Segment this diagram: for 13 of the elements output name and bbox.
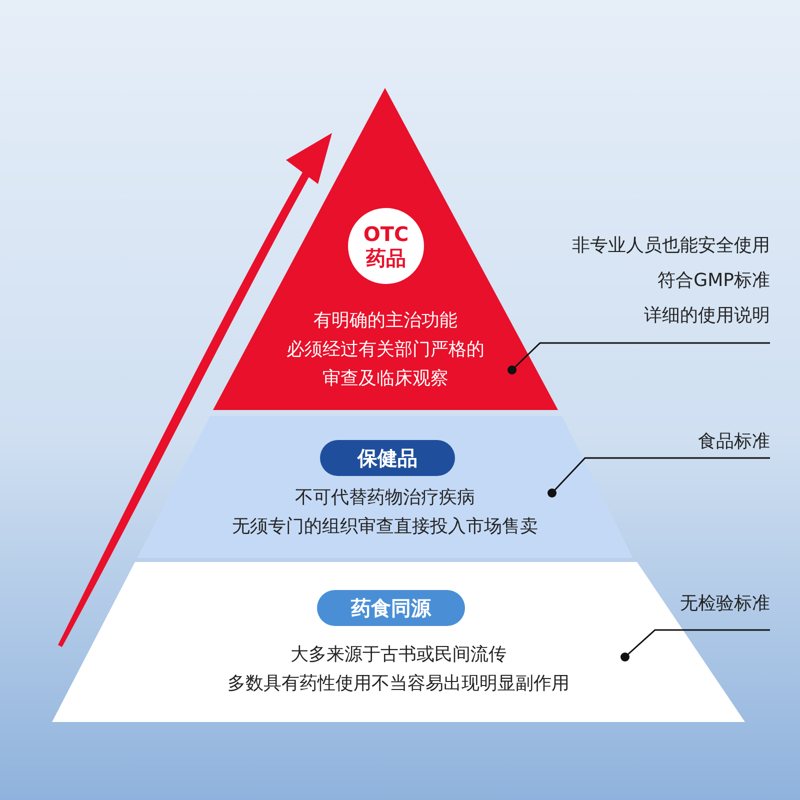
- category-label: 药食同源: [317, 590, 465, 626]
- leader-line: [620, 629, 770, 662]
- leader-line: [508, 342, 770, 374]
- feature-note: 食品标准: [697, 430, 770, 454]
- tier-description: 大多来源于古书或民间流传多数具有药性使用不当容易出现明显副作用: [226, 643, 570, 696]
- feature-note: 无检验标准: [679, 592, 770, 616]
- leader-line: [548, 457, 770, 498]
- feature-note: 非专业人员也能安全使用: [571, 234, 770, 258]
- tier-description: 有明确的主治功能必须经过有关部门严格的审查及临床观察: [286, 309, 486, 391]
- category-label: 保健品: [320, 440, 455, 476]
- feature-note: 符合GMP标准: [656, 269, 770, 293]
- tier-description: 不可代替药物治疗疾病无须专门的组织审查直接投入市场售卖: [231, 486, 539, 539]
- feature-note: 详细的使用说明: [643, 304, 770, 328]
